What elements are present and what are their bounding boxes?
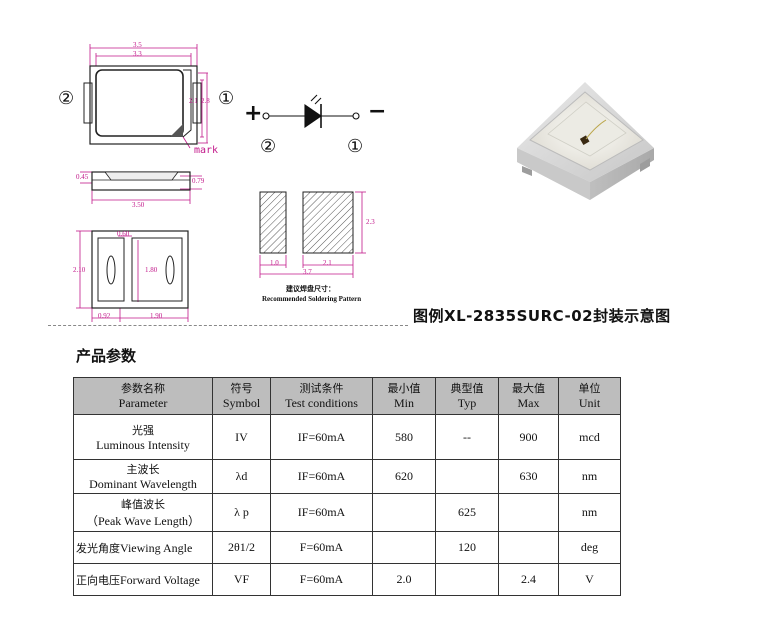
led-3d-image — [517, 82, 654, 200]
table-row: 发光角度Viewing Angle 2θ1/2 F=60mA 120 deg — [73, 531, 621, 564]
dim-side-right: 0.79 — [192, 177, 205, 185]
cell-min — [372, 531, 436, 564]
cell-symbol: IV — [212, 414, 271, 460]
cell-unit: V — [558, 563, 621, 596]
cell-symbol: VF — [212, 563, 271, 596]
dim-bottom-w3: 1.90 — [150, 312, 163, 320]
top-view — [83, 44, 208, 149]
cell-typ: 120 — [435, 531, 499, 564]
cell-symbol: λ p — [212, 493, 271, 532]
diode-symbol — [262, 94, 360, 129]
cell-max — [498, 531, 559, 564]
solder-label-en: Recommended Soldering Pattern — [262, 295, 362, 303]
dim-pad-h: 2.3 — [366, 218, 375, 226]
pin1-diode: ① — [347, 136, 364, 157]
dim-bottom-w1: 0.60 — [117, 230, 130, 238]
dim-pad-w2: 2.1 — [323, 259, 332, 267]
cell-condition: F=60mA — [270, 563, 373, 596]
solder-label-cn: 建议焊盘尺寸： — [286, 285, 335, 293]
cell-condition: IF=60mA — [270, 493, 373, 532]
dim-pad-w1: 1.0 — [270, 259, 279, 267]
cell-unit: deg — [558, 531, 621, 564]
bottom-view — [76, 230, 189, 322]
cell-parameter: 发光角度Viewing Angle — [73, 531, 213, 564]
cell-typ: -- — [435, 414, 499, 460]
cell-typ — [435, 459, 499, 494]
figure-caption: 图例XL-2835SURC-02封装示意图 — [413, 307, 671, 325]
dim-right-h2: 2.8 — [201, 97, 210, 105]
cell-condition: F=60mA — [270, 531, 373, 564]
cell-parameter: 正向电压Forward Voltage — [73, 563, 213, 596]
dim-bottom-left-h: 2.10 — [73, 266, 86, 274]
cell-min: 580 — [372, 414, 436, 460]
pin2-diode: ② — [260, 136, 277, 157]
cell-typ: 625 — [435, 493, 499, 532]
cell-min: 2.0 — [372, 563, 436, 596]
table-row: 峰值波长（Peak Wave Length） λ p IF=60mA 625 n… — [73, 493, 621, 532]
dim-side-left: 0.45 — [76, 173, 89, 181]
cell-max: 900 — [498, 414, 559, 460]
pin1-top-view: ① — [218, 88, 235, 109]
anode-plus: + — [244, 101, 263, 126]
pin2-top-view: ② — [58, 88, 75, 109]
cell-max: 630 — [498, 459, 559, 494]
cell-condition: IF=60mA — [270, 459, 373, 494]
cell-min — [372, 493, 436, 532]
dim-bottom-w2: 0.92 — [98, 312, 111, 320]
cell-parameter: 峰值波长（Peak Wave Length） — [73, 493, 213, 532]
cell-unit: nm — [558, 493, 621, 532]
package-drawing — [76, 44, 654, 322]
dim-bottom-mid-h: 1.80 — [145, 266, 158, 274]
divider-dashed — [48, 325, 408, 326]
side-view — [80, 171, 202, 204]
cell-max — [498, 493, 559, 532]
cell-unit: nm — [558, 459, 621, 494]
cathode-minus: − — [368, 99, 387, 124]
cell-condition: IF=60mA — [270, 414, 373, 460]
section-title: 产品参数 — [76, 347, 137, 365]
dim-side-width: 3.50 — [132, 201, 145, 209]
cell-typ — [435, 563, 499, 596]
dim-right-h1: 2.1 — [189, 97, 198, 105]
dim-pad-total: 3.7 — [303, 268, 312, 276]
mark-label: mark — [194, 145, 219, 156]
cell-symbol: λd — [212, 459, 271, 494]
solder-pattern — [259, 191, 366, 278]
cell-max: 2.4 — [498, 563, 559, 596]
cell-unit: mcd — [558, 414, 621, 460]
dim-top-inner: 3.3 — [133, 50, 142, 58]
cell-min: 620 — [372, 459, 436, 494]
table-row: 正向电压Forward Voltage VF F=60mA 2.0 2.4 V — [73, 563, 621, 596]
dim-top-outer: 3.5 — [133, 41, 142, 49]
cell-symbol: 2θ1/2 — [212, 531, 271, 564]
